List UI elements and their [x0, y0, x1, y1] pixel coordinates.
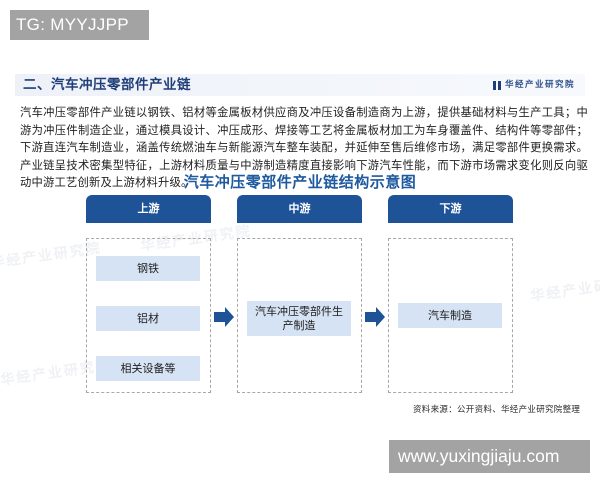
item-equipment: 相关设备等 — [96, 356, 200, 381]
item-stamping-manufacturing: 汽车冲压零部件生产制造 — [247, 301, 351, 336]
item-aluminum: 铝材 — [96, 306, 200, 331]
arrow-right-icon — [214, 307, 234, 327]
item-auto-manufacturing: 汽车制造 — [398, 303, 502, 328]
stage-header-downstream: 下游 — [388, 195, 513, 223]
watermark-text: 华经产业研究院 — [529, 273, 600, 305]
section-title: 二、汽车冲压零部件产业链 — [23, 77, 191, 93]
stage-header-midstream: 中游 — [237, 195, 362, 223]
bookmark-logo-icon — [492, 80, 501, 90]
stage-box-upstream: 钢铁 铝材 相关设备等 — [86, 238, 211, 393]
stage-box-midstream: 汽车冲压零部件生产制造 — [237, 238, 362, 393]
section-header: 二、汽车冲压零部件产业链 华经产业研究院 — [15, 74, 585, 96]
stage-header-upstream: 上游 — [86, 195, 211, 223]
stage-box-downstream: 汽车制造 — [388, 238, 513, 393]
diagram-title: 汽车冲压零部件产业链结构示意图 — [183, 173, 417, 191]
source-note: 资料来源：公开资料、华经产业研究院整理 — [413, 405, 581, 415]
brand-label: 华经产业研究院 — [492, 74, 575, 96]
arrow-right-icon — [365, 307, 385, 327]
intro-paragraph: 汽车冲压零部件产业链以钢铁、铝材等金属板材供应商及冲压设备制造商为上游，提供基础… — [20, 106, 588, 189]
item-steel: 钢铁 — [96, 256, 200, 281]
brand-name: 华经产业研究院 — [504, 80, 575, 90]
url-overlay-label: www.yuxingjiaju.com — [389, 440, 590, 473]
tg-overlay-label: TG: MYYJJPP — [10, 10, 149, 40]
